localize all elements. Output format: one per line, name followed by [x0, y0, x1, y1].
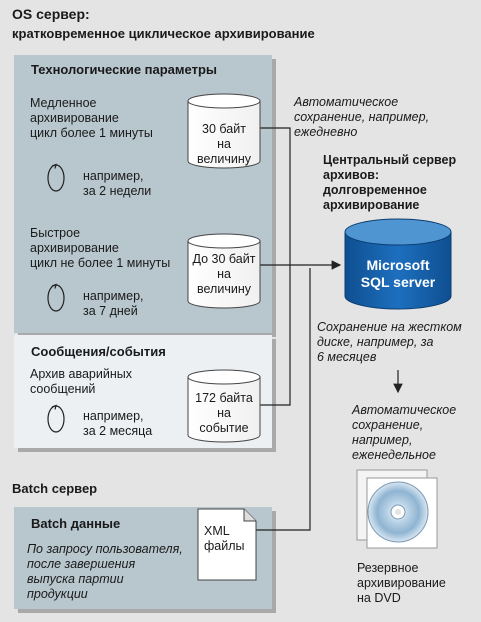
sql-line2: SQL server	[360, 274, 436, 290]
dvd-backup-label: Резервное архивирование на DVD	[357, 561, 446, 606]
slow-line3: цикл более 1 минуты	[30, 126, 153, 140]
fast-cyl-line1: До 30 байт	[192, 252, 256, 266]
messages-line1: Архив аварийных	[30, 367, 132, 381]
fast-line2: архивирование	[30, 241, 119, 255]
messages-cylinder-label: 172 байта на событие	[188, 391, 260, 436]
auto-weekly-line4: еженедельное	[352, 448, 436, 462]
messages-cyl-line2: на	[217, 406, 231, 420]
central-server-label: Центральный сервер архивов: долговременн…	[323, 153, 456, 213]
sql-line1: Microsoft	[366, 257, 430, 273]
sql-server-label: Microsoft SQL server	[345, 257, 451, 291]
alarm-archive-label: Архив аварийных сообщений	[30, 367, 132, 397]
auto-daily-line1: Автоматическое	[294, 95, 399, 109]
xml-line1: XML	[204, 524, 230, 538]
auto-weekly-line3: например,	[352, 433, 413, 447]
batch-line1: По запросу пользователя,	[27, 542, 183, 556]
messages-line2: сообщений	[30, 382, 96, 396]
auto-daily-line2: сохранение, например,	[294, 110, 430, 124]
disk-line1: Сохранение на жестком	[317, 320, 462, 334]
os-server-subtitle: кратковременное циклическое архивировани…	[12, 26, 315, 41]
slow-archive-label: Медленное архивирование цикл более 1 мин…	[30, 96, 153, 141]
central-line3: долговременное	[323, 183, 427, 197]
disk-line3: 6 месяцев	[317, 350, 377, 364]
messages-example: например, за 2 месяца	[83, 409, 152, 439]
messages-example2: за 2 месяца	[83, 424, 153, 438]
slow-cylinder-label: 30 байт на величину	[188, 122, 260, 167]
batch-line2: после завершения	[27, 557, 136, 571]
slow-cyl-line1: 30 байт	[202, 122, 246, 136]
cylinder-messages	[187, 369, 261, 443]
fast-cyl-line2: на	[217, 267, 231, 281]
auto-weekly-line2: сохранение,	[352, 418, 424, 432]
fast-line3: цикл не более 1 минуты	[30, 256, 171, 270]
messages-cyl-line1: 172 байта	[195, 391, 253, 405]
dvd-icon	[356, 469, 438, 549]
central-line4: архивирование	[323, 198, 420, 212]
sql-server-cylinder	[344, 218, 452, 310]
xml-files-label: XML файлы	[204, 524, 245, 554]
cylinder-slow	[187, 93, 261, 169]
batch-line3: выпуска партии	[27, 572, 124, 586]
batch-line4: продукции	[27, 587, 88, 601]
auto-save-daily: Автоматическое сохранение, например, еже…	[294, 95, 429, 140]
auto-weekly-line1: Автоматическое	[352, 403, 457, 417]
slow-example1: например,	[83, 169, 144, 183]
fast-example2: за 7 дней	[83, 304, 138, 318]
dvd-line2: архивирование	[357, 576, 446, 590]
cylinder-fast	[187, 233, 261, 309]
fast-cyl-line3: величину	[197, 282, 251, 296]
fast-archive-label: Быстрое архивирование цикл не более 1 ми…	[30, 226, 170, 271]
messages-example1: например,	[83, 409, 144, 423]
fast-example1: например,	[83, 289, 144, 303]
slow-cyl-line2: на	[217, 137, 231, 151]
dvd-line1: Резервное	[357, 561, 419, 575]
disk-save-label: Сохранение на жестком диске, например, з…	[317, 320, 462, 365]
slow-example2: за 2 недели	[83, 184, 152, 198]
xml-document-icon	[197, 508, 257, 581]
batch-data-title: Batch данные	[31, 516, 121, 531]
slow-cyl-line3: величину	[197, 152, 251, 166]
dvd-line3: на DVD	[357, 591, 401, 605]
auto-daily-line3: ежедневно	[294, 125, 358, 139]
slow-example: например, за 2 недели	[83, 169, 151, 199]
os-server-title: OS сервер:	[12, 6, 90, 22]
auto-save-weekly: Автоматическое сохранение, например, еже…	[352, 403, 456, 463]
fast-line1: Быстрое	[30, 226, 81, 240]
tech-params-title: Технологические параметры	[31, 62, 217, 77]
slow-line1: Медленное	[30, 96, 97, 110]
batch-data-desc: По запросу пользователя, после завершени…	[27, 542, 183, 602]
disk-line2: диске, например, за	[317, 335, 434, 349]
central-line1: Центральный сервер	[323, 153, 457, 167]
messages-cyl-line3: событие	[199, 421, 249, 435]
slow-line2: архивирование	[30, 111, 119, 125]
fast-example: например, за 7 дней	[83, 289, 144, 319]
batch-server-title: Batch сервер	[12, 481, 98, 496]
messages-title: Сообщения/события	[31, 344, 166, 359]
xml-line2: файлы	[204, 539, 245, 553]
central-line2: архивов:	[323, 168, 380, 182]
fast-cylinder-label: До 30 байт на величину	[186, 252, 262, 297]
